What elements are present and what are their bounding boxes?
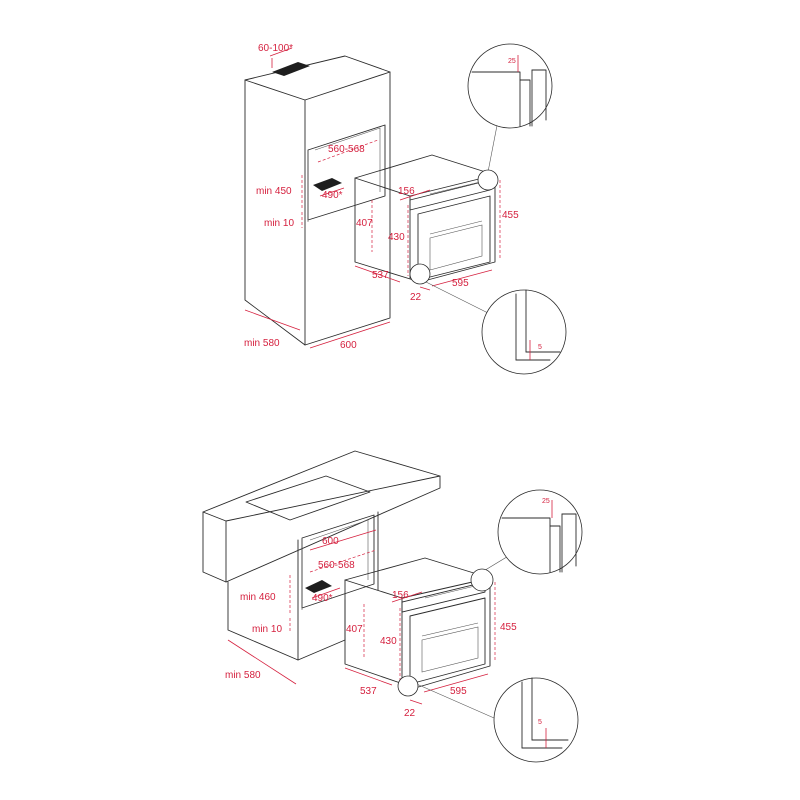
countertop — [202, 450, 441, 583]
niche-vent-opening — [313, 178, 342, 191]
label-vent-depth-bottom: 490* — [312, 593, 333, 604]
column-cabinet — [244, 55, 391, 346]
under-counter-cabinet — [227, 511, 379, 661]
under-counter-detail-top: 25 — [470, 489, 583, 592]
column-dimensions — [244, 47, 501, 349]
label-cabinet-width: 600 — [340, 340, 357, 351]
label-front-offset-bottom: 22 — [404, 708, 416, 719]
label-oven-height-bottom: 407 — [346, 624, 363, 635]
under-counter-oven — [344, 557, 491, 689]
label-front-height-bottom: 430 — [380, 636, 397, 647]
hob — [245, 475, 371, 521]
label-oven-depth: 537 — [372, 270, 389, 281]
label-niche-height-bottom: min 460 — [240, 592, 276, 603]
label-total-height-bottom: 455 — [500, 622, 517, 633]
counter-vent-opening — [305, 580, 332, 593]
under-counter-dimension-labels: 600 560-568 min 460 490* min 10 min 580 … — [225, 536, 517, 719]
column-detail-top: 25 — [467, 43, 553, 191]
under-counter-detail-bottom: 5 — [397, 675, 579, 763]
label-oven-width: 595 — [452, 278, 469, 289]
label-niche-width: 560-568 — [328, 144, 365, 155]
label-oven-depth-bottom: 537 — [360, 686, 377, 697]
label-total-height: 455 — [502, 210, 519, 221]
label-front-offset: 22 — [410, 292, 422, 303]
label-detail-top: 25 — [508, 58, 516, 65]
label-detail-bottom-bottom: 5 — [538, 719, 542, 726]
label-cabinet-depth: min 580 — [244, 338, 280, 349]
label-gap-below: min 10 — [264, 218, 294, 229]
label-panel-thickness-bottom: 156 — [392, 590, 409, 601]
column-dimension-labels: 60-100* 560-568 min 450 490* min 10 min … — [244, 43, 519, 351]
label-niche-width-bottom: 560-568 — [318, 560, 355, 571]
label-oven-width-bottom: 595 — [450, 686, 467, 697]
label-niche-height: min 450 — [256, 186, 292, 197]
label-detail-bottom: 5 — [538, 344, 542, 351]
label-gap-below-bottom: min 10 — [252, 624, 282, 635]
label-front-height: 430 — [388, 232, 405, 243]
under-counter-dimensions — [227, 529, 496, 705]
column-oven — [354, 154, 496, 283]
label-detail-top-bottom: 25 — [542, 498, 550, 505]
label-oven-height: 407 — [356, 218, 373, 229]
label-cabinet-depth-bottom: min 580 — [225, 670, 261, 681]
label-panel-thickness: 156 — [398, 186, 415, 197]
column-detail-bottom: 5 — [409, 263, 567, 375]
label-vent-depth: 490* — [322, 190, 343, 201]
label-counter-width: 600 — [322, 536, 339, 547]
top-vent-opening — [272, 62, 310, 76]
label-ventilation-top: 60-100* — [258, 43, 293, 54]
